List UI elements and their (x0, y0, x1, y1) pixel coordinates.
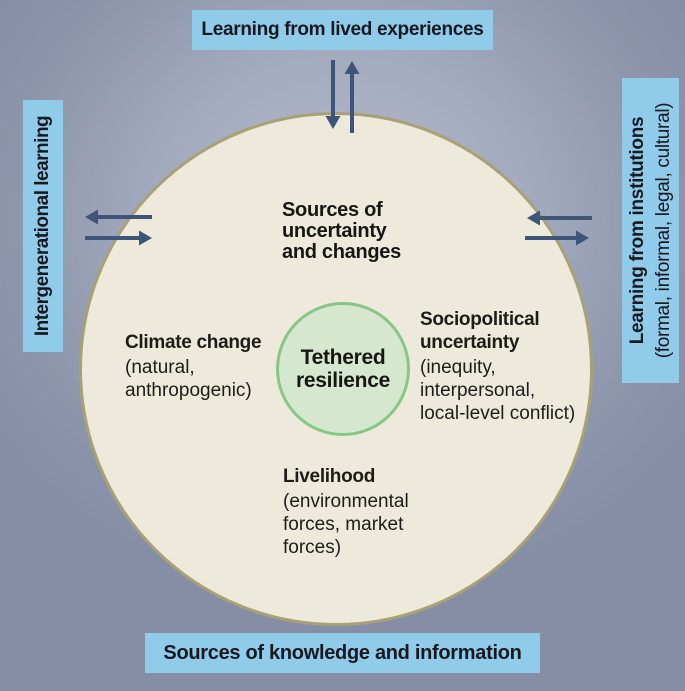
item-sociopolitical-title: Sociopolitical uncertainty (420, 309, 540, 353)
item-climate-change: Climate change (natural, anthropogenic) (125, 331, 262, 402)
item-livelihood-detail: (environmental forces, market forces) (283, 491, 409, 558)
item-livelihood: Livelihood (environmental forces, market… (283, 465, 409, 559)
item-sociopolitical-detail: (inequity, interpersonal, local-level co… (420, 357, 576, 424)
bottom-label-sources-of-knowledge: Sources of knowledge and information (145, 633, 540, 673)
right-label-learning-from-institutions: Learning from institutions (formal, info… (622, 78, 679, 383)
tethered-resilience-label: Tethered resilience (296, 346, 390, 392)
right-label-title: Learning from institutions (626, 116, 648, 345)
top-label-learning-from-lived-experiences: Learning from lived experiences (192, 10, 493, 50)
right-label-subtitle: (formal, informal, legal, cultural) (652, 102, 674, 359)
item-livelihood-title: Livelihood (283, 466, 376, 487)
inner-circle-tethered-resilience: Tethered resilience (276, 302, 410, 436)
left-label-intergenerational-learning: Intergenerational learning (23, 100, 63, 352)
item-climate-change-title: Climate change (125, 332, 262, 353)
circle-heading: Sources of uncertainty and changes (282, 199, 401, 263)
item-sociopolitical-uncertainty: Sociopolitical uncertainty (inequity, in… (420, 308, 575, 425)
item-climate-change-detail: (natural, anthropogenic) (125, 357, 252, 401)
